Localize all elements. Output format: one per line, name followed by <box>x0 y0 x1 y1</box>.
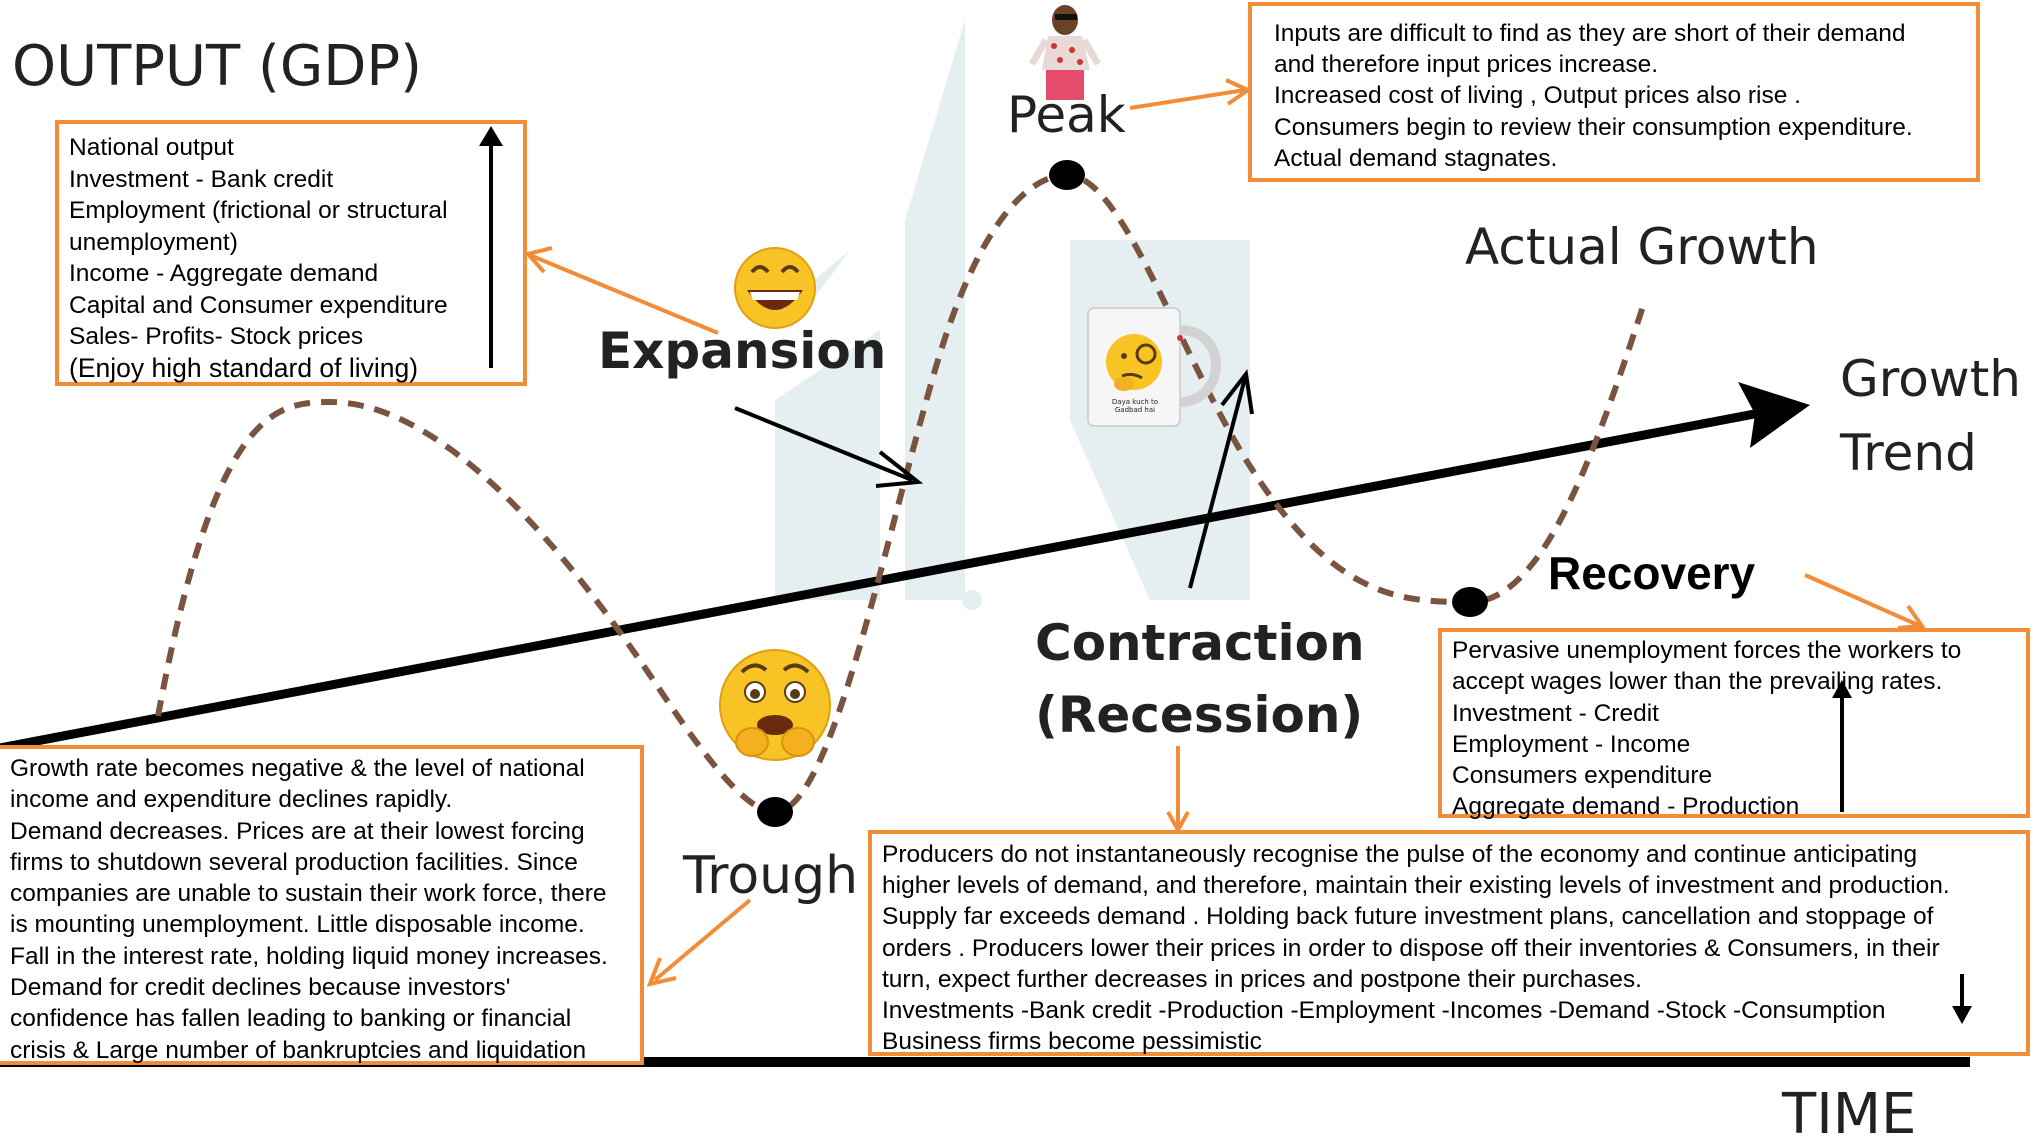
expansion-pointer-arrow <box>734 406 924 488</box>
box-line: National output <box>69 134 234 161</box>
mug-icon <box>1087 307 1221 427</box>
box-line: companies are unable to sustain their wo… <box>10 880 607 908</box>
contraction-pointer-arrow <box>1188 369 1254 589</box>
box-line: Employment (frictional or structural <box>69 197 448 224</box>
box-line: Aggregate demand - Production <box>1452 793 1800 821</box>
growth-trend-label-line1: Growth <box>1840 350 2021 408</box>
growth-trend-label-line2: Trend <box>1840 424 1977 482</box>
peak-dot <box>1049 160 1085 190</box>
box-line: Growth rate becomes negative & the level… <box>10 755 585 782</box>
increase-arrowhead <box>479 126 503 146</box>
box-line: Pervasive unemployment forces the worker… <box>1452 637 1962 664</box>
decrease-arrow <box>1952 974 1972 1024</box>
box-line: income and expenditure declines rapidly. <box>10 786 453 814</box>
trough-description-box: Growth rate becomes negative & the level… <box>0 745 644 1065</box>
box-line: turn, expect further decreases in prices… <box>882 965 1642 993</box>
peak-label: Peak <box>1007 86 1126 144</box>
box-line: Sales- Profits- Stock prices <box>69 323 364 350</box>
person-figure-icon <box>1028 5 1102 100</box>
expansion-callout-arrow <box>524 246 719 335</box>
box-line: Business firms become pessimistic <box>882 1028 1262 1056</box>
box-line: orders . Producers lower their prices in… <box>882 934 1940 962</box>
actual-growth-curve <box>155 171 1648 816</box>
box-line: confidence has fallen leading to banking… <box>10 1005 572 1033</box>
mug-caption-line: Daya kuch to <box>1111 398 1159 406</box>
box-line: Fall in the interest rate, holding liqui… <box>10 942 608 970</box>
box-line: Capital and Consumer expenditure <box>69 291 448 319</box>
contraction-description-box: Producers do not instantaneously recogni… <box>868 830 2030 1056</box>
box-line: Demand decreases. Prices are at their lo… <box>10 817 585 845</box>
box-line: Investment - Bank credit <box>69 165 334 193</box>
expansion-description-box: National output Investment - Bank credit… <box>55 120 527 386</box>
box-line: Demand for credit declines because inves… <box>10 974 511 1002</box>
y-axis-label: OUTPUT (GDP) <box>12 34 423 99</box>
recovery-callout-arrow <box>1804 573 1926 630</box>
box-line: Consumers expenditure <box>1452 762 1713 790</box>
fearful-face-icon <box>719 649 831 761</box>
box-line: and therefore input prices increase. <box>1274 51 1659 79</box>
time-axis <box>0 1057 1970 1067</box>
box-line: unemployment) <box>69 228 238 256</box>
recovery-description-box: Pervasive unemployment forces the worker… <box>1438 628 2030 820</box>
increase-arrowhead <box>1832 680 1852 698</box>
contraction-callout-arrow <box>1166 746 1190 835</box>
growth-trend-arrowhead <box>1738 382 1810 448</box>
trough-dot <box>757 797 793 827</box>
peak-description-box: Inputs are difficult to find as they are… <box>1248 2 1980 182</box>
expansion-label: Expansion <box>598 322 887 380</box>
growth-trend-line <box>0 407 1766 753</box>
x-axis-label: TIME <box>1782 1082 1917 1147</box>
box-line: accept wages lower than the prevailing r… <box>1452 668 1943 696</box>
box-line: Actual demand stagnates. <box>1274 144 1558 172</box>
box-line: (Enjoy high standard of living) <box>69 352 419 383</box>
increase-arrow <box>1840 694 1844 812</box>
contraction-label: Contraction <box>1035 614 1365 672</box>
box-line: Consumers begin to review their consumpt… <box>1274 113 1913 141</box>
recovery-dot <box>1452 587 1488 617</box>
box-line: Increased cost of living , Output prices… <box>1274 82 1801 110</box>
trough-callout-arrow <box>646 898 752 987</box>
box-line: Employment - Income <box>1452 730 1691 758</box>
box-line: firms to shutdown several production fac… <box>10 848 578 876</box>
box-line: Inputs are difficult to find as they are… <box>1274 20 1906 47</box>
box-line: Investments -Bank credit -Production -Em… <box>882 997 1886 1025</box>
mug-caption-line: Gadbad hai <box>1114 406 1156 414</box>
increase-arrow <box>489 140 493 368</box>
grinning-face-icon <box>734 247 816 329</box>
box-line: Income - Aggregate demand <box>69 260 379 287</box>
trough-label: Trough <box>683 846 859 906</box>
recovery-label: Recovery <box>1548 547 1756 599</box>
peak-callout-arrow <box>1129 78 1253 110</box>
mug-caption: Daya kuch to Gadbad hai <box>1102 398 1168 414</box>
box-line: crisis & Large number of bankruptcies an… <box>10 1036 587 1064</box>
box-line: higher levels of demand, and therefore, … <box>882 872 1950 900</box>
box-line: is mounting unemployment. Little disposa… <box>10 911 585 939</box>
box-line: Supply far exceeds demand . Holding back… <box>882 903 1934 931</box>
actual-growth-label: Actual Growth <box>1465 218 1819 276</box>
recession-label: (Recession) <box>1035 686 1364 744</box>
box-line: Investment - Credit <box>1452 699 1659 727</box>
box-line: Producers do not instantaneously recogni… <box>882 841 1918 868</box>
